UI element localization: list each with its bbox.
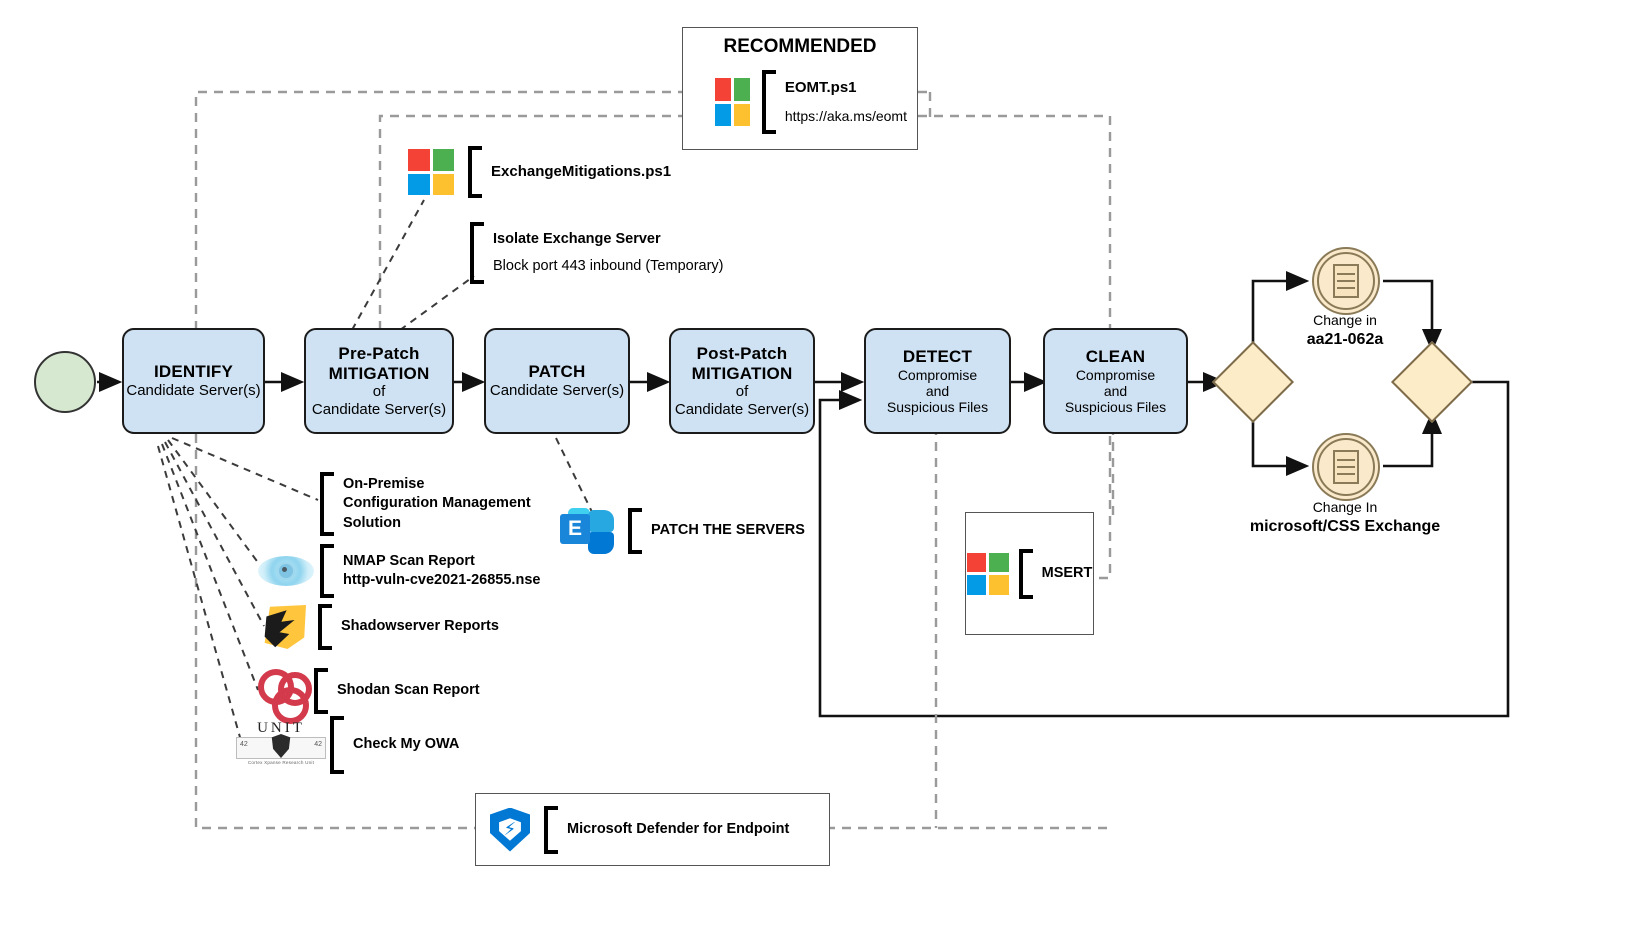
onprem-line1: On-Premise xyxy=(343,476,425,493)
process-clean[interactable]: CLEAN Compromise and Suspicious Files xyxy=(1043,328,1188,434)
decision-merge[interactable] xyxy=(1390,340,1474,424)
defender-panel: ⚡ Microsoft Defender for Endpoint xyxy=(475,793,830,866)
recommended-script: EOMT.ps1 xyxy=(784,79,857,97)
bracket-icon xyxy=(314,668,328,714)
onprem-line2: Configuration Management xyxy=(343,495,531,512)
bracket-icon xyxy=(330,716,344,774)
defender-label: Microsoft Defender for Endpoint xyxy=(567,820,790,837)
process-detect-line4: Suspicious Files xyxy=(886,398,989,415)
start-node xyxy=(34,351,96,413)
isolate-line1: Isolate Exchange Server xyxy=(493,230,661,247)
annotation-check-my-owa: UNIT Cortex Xpanse Research Unit Check M… xyxy=(236,716,459,774)
process-post-patch-line2: MITIGATION xyxy=(691,363,793,383)
process-detect[interactable]: DETECT Compromise and Suspicious Files xyxy=(864,328,1011,434)
process-pre-patch-mitigation[interactable]: Pre-Patch MITIGATION of Candidate Server… xyxy=(304,328,454,434)
reference-cssx-line2: microsoft/CSS Exchange xyxy=(1249,517,1441,535)
process-detect-line3: and xyxy=(925,382,950,399)
recommended-title: RECOMMENDED xyxy=(723,36,877,57)
bracket-icon xyxy=(320,544,334,598)
defender-shield-icon: ⚡ xyxy=(490,807,530,852)
process-clean-title: CLEAN xyxy=(1085,346,1146,366)
shadowserver-label: Shadowserver Reports xyxy=(341,618,499,635)
document-icon xyxy=(1333,450,1359,484)
recommended-url[interactable]: https://aka.ms/eomt xyxy=(784,108,907,125)
shodan-icon xyxy=(258,669,312,724)
process-detect-title: DETECT xyxy=(902,346,973,366)
process-identify-subtitle: Candidate Server(s) xyxy=(126,382,261,400)
process-pre-patch-line1: Pre-Patch xyxy=(338,343,420,363)
process-clean-line2: Compromise xyxy=(1075,366,1156,383)
annotation-patch-the-servers: E PATCH THE SERVERS xyxy=(560,508,805,554)
msert-label: MSERT xyxy=(1041,564,1093,581)
reference-aa21-line2: aa21-062a xyxy=(1306,330,1384,348)
exchange-mitigations-label: ExchangeMitigations.ps1 xyxy=(491,163,672,181)
reference-cssx-line1: Change In xyxy=(1312,499,1378,515)
nmap-line2: http-vuln-cve2021-26855.nse xyxy=(343,572,541,588)
microsoft-logo-icon xyxy=(715,78,750,126)
reference-node-aa21-062a[interactable] xyxy=(1317,252,1375,310)
process-identify[interactable]: IDENTIFY Candidate Server(s) xyxy=(122,328,265,434)
process-post-patch-line3: of xyxy=(735,383,749,401)
process-clean-line3: and xyxy=(1103,382,1128,399)
eye-icon xyxy=(258,556,314,586)
annotation-isolate-exchange: Isolate Exchange Server Block port 443 i… xyxy=(470,222,724,284)
microsoft-logo-icon xyxy=(408,149,454,195)
reference-label-css-exchange: Change In microsoft/CSS Exchange xyxy=(1195,499,1495,537)
process-patch-title: PATCH xyxy=(528,362,586,382)
reference-label-aa21-062a: Change in aa21-062a xyxy=(1245,312,1445,350)
process-pre-patch-line4: Candidate Server(s) xyxy=(311,400,447,418)
process-identify-title: IDENTIFY xyxy=(153,362,234,382)
bracket-icon xyxy=(761,70,776,134)
annotation-shodan: Shodan Scan Report xyxy=(258,668,480,724)
msert-panel: MSERT xyxy=(965,512,1094,635)
bracket-icon xyxy=(320,472,334,536)
bracket-icon xyxy=(1018,548,1033,599)
patch-servers-label: PATCH THE SERVERS xyxy=(651,522,805,539)
bracket-icon xyxy=(470,222,484,284)
reference-node-css-exchange[interactable] xyxy=(1317,438,1375,496)
shodan-label: Shodan Scan Report xyxy=(337,682,480,699)
annotation-exchange-mitigations: ExchangeMitigations.ps1 xyxy=(408,146,671,198)
process-patch[interactable]: PATCH Candidate Server(s) xyxy=(484,328,630,434)
process-post-patch-line4: Candidate Server(s) xyxy=(674,400,810,418)
annotation-shadowserver: Shadowserver Reports xyxy=(262,604,499,650)
decision-split[interactable] xyxy=(1211,340,1295,424)
document-icon xyxy=(1333,264,1359,298)
process-patch-subtitle: Candidate Server(s) xyxy=(489,382,625,400)
isolate-line2: Block port 443 inbound (Temporary) xyxy=(493,258,724,274)
bracket-icon xyxy=(318,604,332,650)
nmap-line1: NMAP Scan Report xyxy=(343,552,475,569)
shadowserver-icon xyxy=(262,605,306,649)
process-detect-line2: Compromise xyxy=(897,366,978,383)
annotation-nmap: NMAP Scan Report http-vuln-cve2021-26855… xyxy=(258,544,540,598)
reference-aa21-line1: Change in xyxy=(1313,312,1377,328)
process-pre-patch-line2: MITIGATION xyxy=(328,363,430,383)
owa-label: Check My OWA xyxy=(353,736,460,753)
unit42-icon: UNIT Cortex Xpanse Research Unit xyxy=(236,721,326,769)
bracket-icon xyxy=(468,146,482,198)
process-post-patch-mitigation[interactable]: Post-Patch MITIGATION of Candidate Serve… xyxy=(669,328,815,434)
recommended-panel: RECOMMENDED EOMT.ps1 https://aka.ms/eomt xyxy=(682,27,918,150)
bracket-icon xyxy=(544,805,558,854)
onprem-line3: Solution xyxy=(343,514,401,531)
process-pre-patch-line3: of xyxy=(372,383,386,401)
bracket-icon xyxy=(628,508,642,554)
process-post-patch-line1: Post-Patch xyxy=(696,343,788,363)
microsoft-logo-icon xyxy=(966,552,1009,595)
process-clean-line4: Suspicious Files xyxy=(1064,398,1167,415)
exchange-icon: E xyxy=(560,508,614,554)
annotation-onprem-config-mgmt: On-Premise Configuration Management Solu… xyxy=(320,472,531,536)
